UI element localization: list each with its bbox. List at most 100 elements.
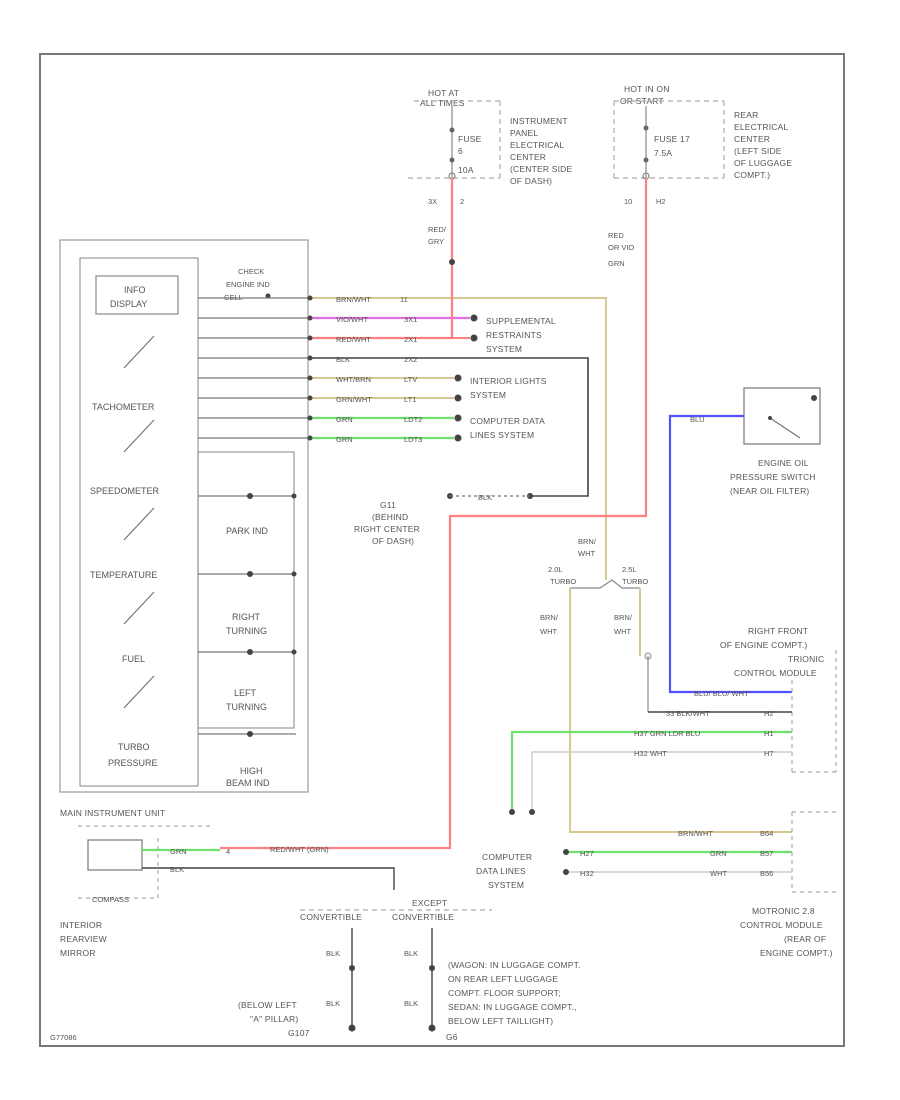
trionic-row-2-pin: H1 — [764, 729, 774, 738]
check-engine-1: CHECK — [238, 267, 264, 276]
main-unit-label: MAIN INSTRUMENT UNIT — [60, 808, 165, 818]
oil-switch-2: PRESSURE SWITCH — [730, 472, 816, 482]
left-turning-1: LEFT — [234, 688, 257, 698]
rear-center-1: REAR — [734, 110, 758, 120]
turbo-split: BRN/ WHT 2.0L TURBO 2.5L TURBO BRN/ WHT … — [540, 537, 792, 833]
blk-right-2: BLK — [404, 999, 418, 1008]
mirror-wire-top: GRN — [170, 847, 187, 856]
pin-right-a: 10 — [624, 197, 632, 206]
ip-center-3: ELECTRICAL — [510, 140, 565, 150]
trionic-row-1: 33 BLK/WHT — [666, 709, 710, 718]
check-engine-2: ENGINE IND — [226, 280, 270, 289]
pin-left-a: 3X — [428, 197, 437, 206]
rear-center-5: OF LUGGAGE — [734, 158, 792, 168]
fuse-right-2: 7.5A — [654, 148, 672, 158]
pin-left-b: 2 — [460, 197, 464, 206]
blk-left: BLK — [326, 949, 340, 958]
fuse-left-1: FUSE — [458, 134, 482, 144]
wire-code-3: BLK — [336, 355, 350, 364]
g-left-1: (BELOW LEFT — [238, 1000, 297, 1010]
wire-left-1: RED/ — [428, 225, 447, 234]
turbo-right-2: TURBO — [622, 577, 648, 586]
wire-blk — [310, 357, 589, 497]
blk-left-2: BLK — [326, 999, 340, 1008]
hot-at-all-line2: ALL TIMES — [420, 98, 465, 108]
ip-center-1: INSTRUMENT — [510, 116, 568, 126]
wire-code-0: BRN/WHT — [336, 295, 371, 304]
wire-pin-6: LDT2 — [404, 415, 422, 424]
oil-wire: BLU — [690, 415, 705, 424]
left-turning-2: TURNING — [226, 702, 267, 712]
cluster-output-lines — [198, 297, 310, 439]
wire-code-5: GRN/WHT — [336, 395, 372, 404]
blk-right: BLK — [404, 949, 418, 958]
g1-wire: BLK — [478, 493, 492, 502]
interior-mirror: MAIN INSTRUMENT UNIT COMPASS GRN BLK 4 R… — [60, 808, 395, 958]
tachometer-label: TACHOMETER — [92, 402, 155, 412]
convertible-label: CONVERTIBLE — [300, 912, 362, 922]
wire-pin-5: LT1 — [404, 395, 416, 404]
ground-split: CONVERTIBLE EXCEPT CONVERTIBLE BLK BLK B… — [238, 898, 581, 1042]
compass-label: COMPASS — [92, 895, 129, 904]
except-1: EXCEPT — [412, 898, 447, 908]
wire-right-1: RED — [608, 231, 624, 240]
trionic-loc-2: OF ENGINE COMPT.) — [720, 640, 807, 650]
motronic-name-2: CONTROL MODULE — [740, 920, 823, 930]
power-source-left: HOT AT ALL TIMES FUSE 6 10A INSTRUMENT P… — [408, 88, 573, 246]
trionic-name-1: TRIONIC — [788, 654, 824, 664]
diagram-frame — [39, 53, 845, 1047]
high-beam-2: BEAM IND — [226, 778, 270, 788]
wire-code-labels: BRN/WHT 11 VIO/WHT 3X1 RED/WHT 2X1 BLK 2… — [336, 295, 422, 444]
wire-code-7: GRN — [336, 435, 353, 444]
turbo-label-1: TURBO — [118, 742, 150, 752]
pin-right-b: H2 — [656, 197, 666, 206]
brn-wht-left-1: BRN/ — [540, 613, 559, 622]
high-beam-1: HIGH — [240, 766, 263, 776]
trionic-row-0: BLU/ BLU/ WHT — [694, 689, 749, 698]
brn-wht-top-1: BRN/ — [578, 537, 597, 546]
turbo-left-2: TURBO — [550, 577, 576, 586]
wire-blu — [668, 414, 792, 694]
g1-label-4: OF DASH) — [372, 536, 414, 546]
turbo-label-2: PRESSURE — [108, 758, 158, 768]
trionic-name-2: CONTROL MODULE — [734, 668, 817, 678]
fuse-right-1: FUSE 17 — [654, 134, 690, 144]
ip-center-5: (CENTER SIDE — [510, 164, 573, 174]
srs-2: RESTRAINTS — [486, 330, 542, 340]
wire-brn-wht — [310, 297, 607, 580]
right-turning-2: TURNING — [226, 626, 267, 636]
footer-code: G77086 — [50, 1033, 77, 1042]
turbo-right-1: 2.5L — [622, 565, 637, 574]
ip-center-6: OF DASH) — [510, 176, 552, 186]
g-right-1: (WAGON: IN LUGGAGE COMPT. — [448, 960, 581, 970]
g1-label-1: G11 — [380, 500, 396, 510]
computer-2: LINES SYSTEM — [470, 430, 534, 440]
motronic-name-4: ENGINE COMPT.) — [760, 948, 833, 958]
g1-label-2: (BEHIND — [372, 512, 408, 522]
hot-in-on-line1: HOT IN ON — [624, 84, 670, 94]
brn-wht-top-2: WHT — [578, 549, 595, 558]
system-labels: SUPPLEMENTAL RESTRAINTS SYSTEM INTERIOR … — [470, 316, 556, 440]
trionic-row-3-pin: H7 — [764, 749, 774, 758]
computer-1: COMPUTER DATA — [470, 416, 545, 426]
wire-pin-1: 3X1 — [404, 315, 417, 324]
wire-red-main — [220, 178, 648, 850]
interior-2: SYSTEM — [470, 390, 506, 400]
motronic-row-0-mid: GRN — [710, 849, 727, 858]
wire-pin-2: 2X1 — [404, 335, 417, 344]
wire-pin-7: LDT3 — [404, 435, 422, 444]
motronic-name-3: (REAR OF — [784, 934, 826, 944]
motronic-comp-1: COMPUTER — [482, 852, 532, 862]
rear-center-2: ELECTRICAL — [734, 122, 789, 132]
hot-at-all-line1: HOT AT — [428, 88, 459, 98]
rear-center-4: (LEFT SIDE — [734, 146, 782, 156]
motronic-row-0-left: H27 — [580, 849, 594, 858]
g-right-6: G6 — [446, 1032, 458, 1042]
g-right-2: ON REAR LEFT LUGGAGE — [448, 974, 558, 984]
fuse-left-3: 10A — [458, 165, 474, 175]
right-turning-1: RIGHT — [232, 612, 261, 622]
brn-wht-left-2: WHT — [540, 627, 557, 636]
speedometer-label: SPEEDOMETER — [90, 486, 160, 496]
ground-g11: BLK G11 (BEHIND RIGHT CENTER OF DASH) — [354, 493, 530, 546]
